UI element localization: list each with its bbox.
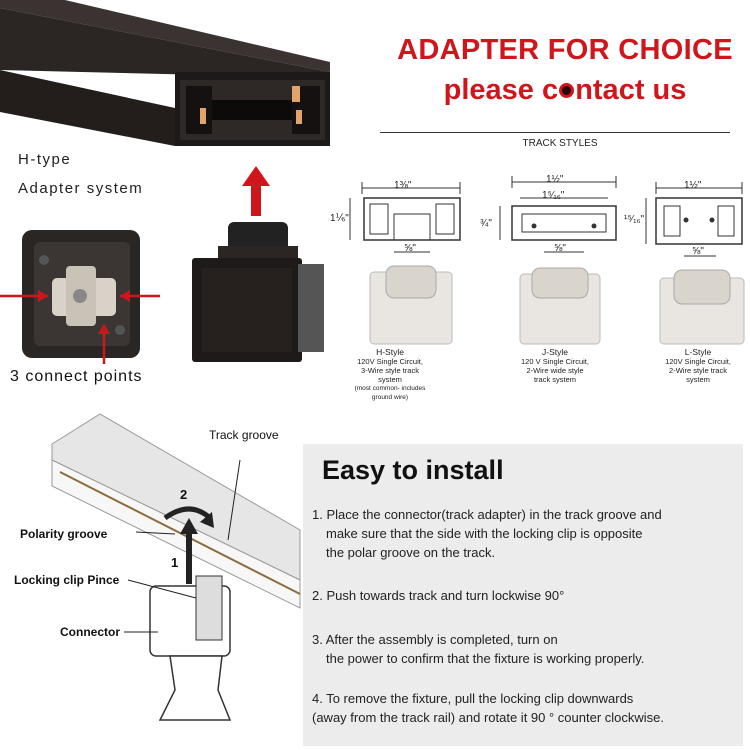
j-style-caption: J-Style 120 V Single Circuit, 2-Wire wid… <box>521 347 589 385</box>
h-style-height: 1⅙" <box>330 213 349 224</box>
track-profile-drawings <box>349 176 743 257</box>
install-step-4: 4. To remove the fixture, pull the locki… <box>312 691 665 725</box>
install-step-3: 3. After the assembly is completed, turn… <box>312 632 645 666</box>
connect-points-label: 3 connect points <box>10 368 143 385</box>
connector-closeup-photo <box>0 230 160 364</box>
j-style-inner: 1⁵⁄₁₆" <box>542 190 565 201</box>
up-arrow-icon <box>242 166 270 216</box>
h-style-width: 1⅜" <box>394 180 412 191</box>
h-style-caption: H-Style 120V Single Circuit, 3-Wire styl… <box>354 347 426 402</box>
track-styles-title: TRACK STYLES <box>522 138 598 149</box>
track-rail-photo <box>0 0 330 146</box>
j-style-height: ¾" <box>480 218 492 229</box>
track-styles-divider <box>380 132 730 133</box>
track-groove-label: Track groove <box>209 428 279 442</box>
h-style-bottom: ⅝" <box>404 243 416 254</box>
l-style-bottom: ⅝" <box>692 246 704 257</box>
connector-label: Connector <box>60 625 120 639</box>
adapter-system-label: H-type Adapter system <box>18 151 144 197</box>
header-title: ADAPTER FOR CHOICE <box>397 34 733 66</box>
install-panel <box>303 444 743 746</box>
step-1-number: 1 <box>171 555 179 570</box>
l-style-width: 1½" <box>684 180 702 191</box>
l-style-caption: L-Style 120V Single Circuit, 2-Wire styl… <box>665 347 731 385</box>
install-step-1: 1. Place the connector(track adapter) in… <box>312 507 662 560</box>
j-style-width: 1½" <box>546 174 564 185</box>
polarity-groove-label: Polarity groove <box>20 527 108 541</box>
step-2-number: 2 <box>180 487 188 502</box>
locking-clip-label: Locking clip Pince <box>14 573 120 587</box>
black-adapter-photo <box>192 222 324 362</box>
installation-diagram <box>51 413 301 721</box>
install-step-2: 2. Push towards track and turn lockwise … <box>312 588 565 603</box>
install-title: Easy to install <box>322 455 504 485</box>
adapter-fittings <box>369 265 745 345</box>
l-style-height: ¹⁵⁄₁₆" <box>624 214 645 225</box>
red-dot-icon <box>559 83 575 99</box>
j-style-bottom: ⅝" <box>554 243 566 254</box>
